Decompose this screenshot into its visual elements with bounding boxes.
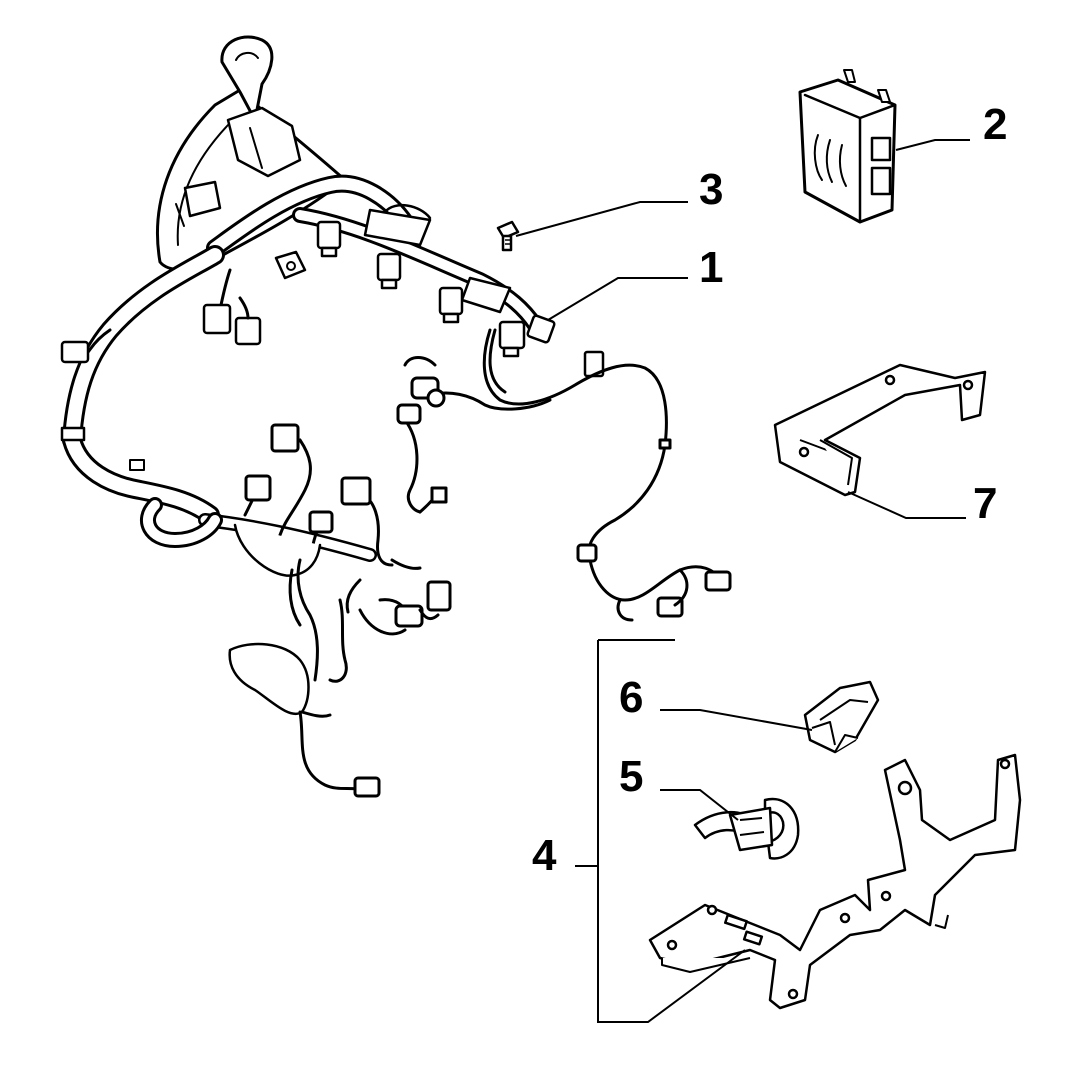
leader-line-7 [847,491,966,519]
bolt [496,220,520,252]
harness-lower-branch [228,523,452,798]
harness-right-branch [403,328,732,622]
callout-7: 7 [973,479,998,528]
callout-4: 4 [532,831,557,880]
callout-5: 5 [619,752,644,801]
leader-line-5 [660,789,739,821]
wiring-harness [60,35,732,798]
ecu-control-unit [798,69,897,224]
callout-6: 6 [619,673,644,722]
connector [316,220,342,258]
harness-main-trunk [60,174,414,562]
harness-injector-rail [274,203,543,333]
callout-3: 3 [699,165,724,214]
harness-grommet [156,35,347,271]
clamp-5 [693,797,800,860]
connector [376,252,402,290]
leader-line-2 [895,139,970,151]
leader-line-1 [547,277,688,321]
connector [498,320,526,358]
harness-center-section [243,403,448,570]
connector [438,286,464,324]
bracket-7 [773,363,987,497]
leader-line-3 [515,201,688,237]
callout-2: 2 [983,100,1008,149]
bracket-4 [648,753,1022,1010]
connector [526,314,556,344]
leader-line-6 [660,709,813,731]
left-connectors [60,268,262,364]
injector-connectors [316,220,605,378]
leader-lines [515,139,970,1023]
leader-line-4 [575,639,746,1023]
clip-6 [803,680,880,754]
callout-1: 1 [699,243,724,292]
